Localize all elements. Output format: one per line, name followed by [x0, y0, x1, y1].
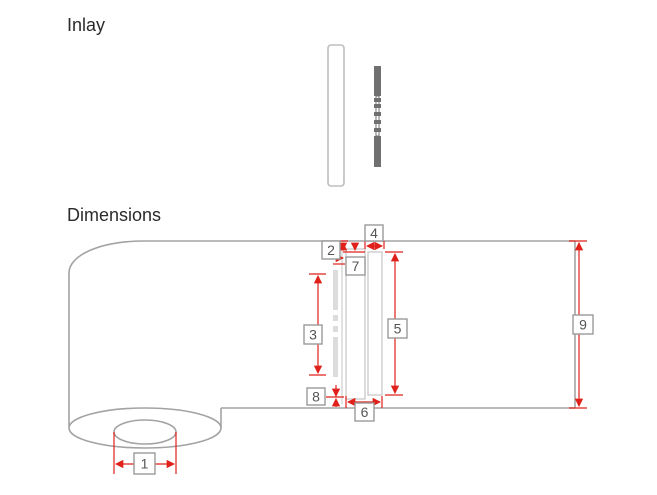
roll-top-outline [68, 240, 575, 427]
inlay-label-outline [327, 44, 345, 187]
svg-text:6: 6 [361, 404, 369, 420]
roll-core [113, 419, 177, 445]
svg-text:4: 4 [370, 225, 378, 241]
dimension-label-5: 5 [387, 318, 408, 339]
svg-text:5: 5 [394, 321, 402, 337]
inlay-illustration [327, 44, 381, 187]
dimension-label-1: 1 [133, 452, 156, 475]
dimension-label-2: 2 [321, 240, 341, 260]
dimension-label-7: 7 [345, 256, 366, 276]
svg-text:7: 7 [352, 258, 360, 274]
roll-side-ellipse [68, 407, 222, 449]
dimension-label-6: 6 [354, 402, 375, 422]
inlay-heading: Inlay [67, 15, 106, 35]
svg-text:1: 1 [141, 456, 149, 472]
svg-text:9: 9 [579, 317, 587, 333]
dimension-label-8: 8 [306, 387, 326, 406]
svg-text:8: 8 [312, 389, 320, 405]
next-label-outline [367, 251, 383, 396]
svg-text:2: 2 [327, 242, 335, 258]
faint-antenna [333, 270, 338, 377]
dimensions-heading: Dimensions [67, 205, 162, 225]
dimension-lines [113, 240, 587, 474]
dimension-label-9: 9 [572, 314, 594, 335]
dimension-label-4: 4 [364, 224, 384, 242]
svg-text:3: 3 [309, 327, 317, 343]
inlay-antenna [374, 66, 381, 167]
dimension-label-3: 3 [303, 324, 323, 345]
